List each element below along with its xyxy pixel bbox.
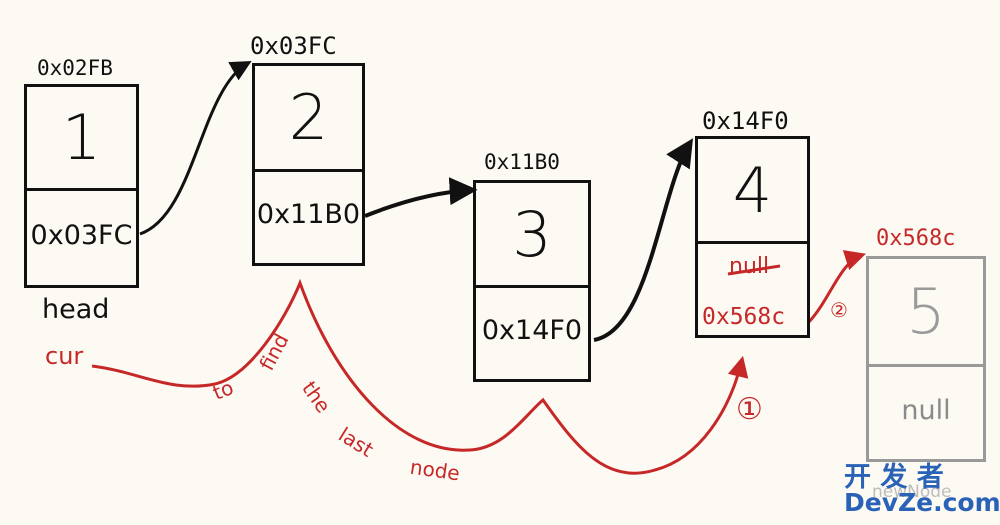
watermark-en: DevZe.com [844, 488, 1000, 517]
node2-next: 0x11B0 [256, 199, 361, 230]
node1-value: 1 [27, 87, 136, 191]
cur-label: cur [45, 342, 84, 370]
node1-box: 1 0x03FC [24, 84, 139, 288]
watermark-cn: 开 发 者 [844, 462, 944, 493]
node1-next: 0x03FC [30, 219, 133, 251]
node2-box: 2 0x11B0 [252, 63, 365, 266]
arrow-node1-to-node2 [139, 60, 252, 236]
node3-box: 3 0x14F0 [473, 180, 591, 382]
arrow-node4-to-new-node [806, 250, 867, 325]
null-strikethrough [727, 264, 781, 276]
node2-value: 2 [255, 66, 362, 172]
node4-address: 0x14F0 [702, 107, 789, 135]
node5-next: null [901, 394, 951, 426]
node1-address: 0x02FB [37, 56, 113, 80]
head-label: head [42, 294, 110, 325]
arrow-node2-to-node3 [364, 177, 478, 218]
new-node-box: 5 null [866, 256, 986, 462]
node3-next: 0x14F0 [481, 315, 583, 346]
node4-new-next: 0x568c [702, 304, 786, 330]
node4-value: 4 [698, 139, 807, 244]
node3-address: 0x11B0 [484, 150, 560, 174]
step-1-marker: ① [736, 392, 763, 427]
node5-value: 5 [869, 259, 983, 367]
node3-value: 3 [476, 183, 588, 288]
cur-traversal-path [91, 278, 749, 475]
node4-old-next-null: null [729, 254, 770, 279]
node4-box: 4 [695, 136, 810, 338]
node2-address: 0x03FC [250, 32, 337, 60]
step-2-marker: ② [830, 298, 848, 322]
node5-address: 0x568c [876, 226, 956, 251]
arrow-node3-to-node4 [593, 138, 694, 342]
new-node-caption: newNode [872, 482, 952, 502]
